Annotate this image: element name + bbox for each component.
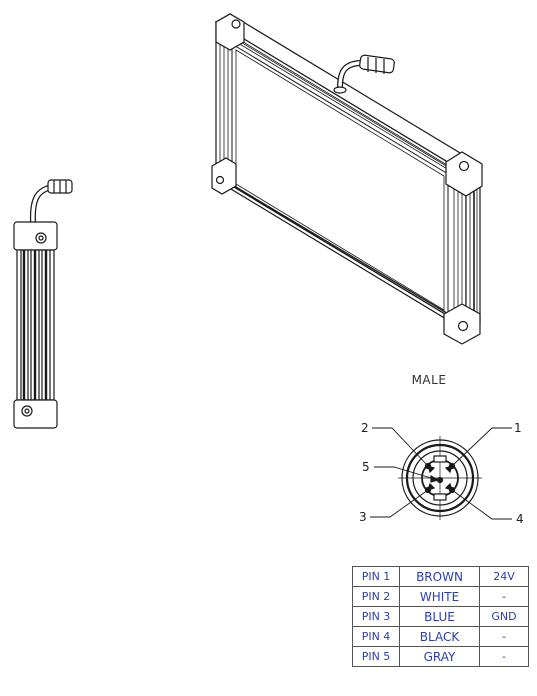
pinout-table: PIN 1 BROWN 24V PIN 2 WHITE - PIN 3 BLUE…	[352, 566, 529, 667]
table-row: PIN 3 BLUE GND	[352, 606, 529, 627]
table-row: PIN 1 BROWN 24V	[352, 566, 529, 587]
pin-cell: PIN 4	[352, 626, 400, 647]
side-bottom-cap	[13, 399, 58, 429]
pin-cell: PIN 2	[352, 586, 400, 607]
pin-callout-2: 2	[361, 421, 369, 435]
isometric-view	[211, 13, 483, 345]
function-cell: -	[479, 646, 529, 667]
pin-callout-1: 1	[514, 421, 522, 435]
side-view	[13, 179, 73, 429]
table-row: PIN 2 WHITE -	[352, 586, 529, 607]
wire-color-cell: BLACK	[399, 626, 480, 647]
function-cell: 24V	[479, 566, 529, 587]
pin-callout-3: 3	[359, 510, 367, 524]
function-cell: -	[479, 626, 529, 647]
wire-color-cell: WHITE	[399, 586, 480, 607]
connector-gender-label: MALE	[411, 373, 447, 387]
pin-callout-5: 5	[362, 460, 370, 474]
side-top-cap	[13, 221, 58, 251]
pin-cell: PIN 1	[352, 566, 400, 587]
wire-color-cell: BLUE	[399, 606, 480, 627]
table-row: PIN 5 GRAY -	[352, 646, 529, 667]
function-cell: GND	[479, 606, 529, 627]
pin-cell: PIN 5	[352, 646, 400, 667]
pin-callout-4: 4	[516, 512, 524, 526]
connector-pinout	[370, 427, 512, 520]
pin-cell: PIN 3	[352, 606, 400, 627]
function-cell: -	[479, 586, 529, 607]
corner-cap-top-left	[215, 13, 245, 51]
corner-cap-bottom-right	[443, 303, 481, 345]
table-row: PIN 4 BLACK -	[352, 626, 529, 647]
iso-connector	[359, 54, 395, 74]
corner-cap-bottom-left	[211, 157, 237, 195]
corner-cap-top-right	[445, 151, 483, 197]
wire-color-cell: GRAY	[399, 646, 480, 667]
wire-color-cell: BROWN	[399, 566, 480, 587]
